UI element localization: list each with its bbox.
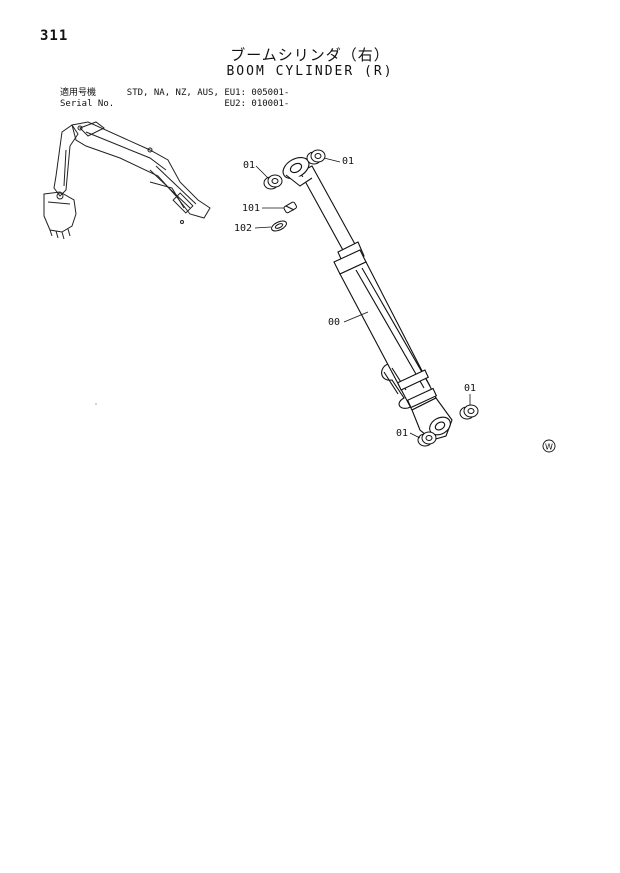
- small-parts: [271, 201, 297, 232]
- page-number: 311: [40, 28, 69, 44]
- serial-number-1: 005001-: [251, 88, 290, 98]
- bushing-bottom-right: [459, 404, 479, 420]
- excavator-thumbnail: [43, 121, 211, 240]
- boom-cylinder: [282, 156, 453, 441]
- leader-lines: [254, 157, 471, 439]
- callout-01-bottom-left: 01: [396, 428, 408, 439]
- callout-01-top-right: 01: [342, 156, 354, 167]
- bushing-top-right: [306, 149, 326, 165]
- serial-row-1: 適用号機 STD, NA, NZ, AUS, EU1: 005001-: [60, 88, 289, 99]
- callout-00: 00: [328, 317, 340, 328]
- bushing-parts: [263, 149, 479, 447]
- bushing-bottom-left: [417, 431, 437, 447]
- title-english: BOOM CYLINDER (R): [226, 64, 394, 79]
- mark-w-letter: W: [545, 443, 553, 452]
- callout-01-top-left: 01: [243, 160, 255, 171]
- serial-number-2: 010001-: [251, 99, 290, 109]
- serial-applicability: 適用号機 STD, NA, NZ, AUS, EU1: 005001- Seria…: [60, 88, 289, 110]
- part-101-fitting: [283, 201, 297, 214]
- callout-01-bottom-right: 01: [464, 383, 476, 394]
- part-102-ring: [271, 220, 287, 232]
- serial-models-1: STD, NA, NZ, AUS, EU1:: [126, 88, 246, 98]
- circled-w-mark: W: [542, 439, 556, 453]
- callout-101: 101: [242, 203, 260, 214]
- serial-label-en: Serial No.: [60, 99, 115, 109]
- serial-models-2: EU2:: [224, 99, 246, 109]
- serial-label-jp: 適用号機: [60, 88, 97, 98]
- callout-102: 102: [234, 223, 252, 234]
- title-japanese: ブームシリンダ（右）: [230, 46, 390, 64]
- bushing-top-left: [263, 174, 283, 190]
- serial-row-2: Serial No. EU2: 010001-: [60, 99, 289, 110]
